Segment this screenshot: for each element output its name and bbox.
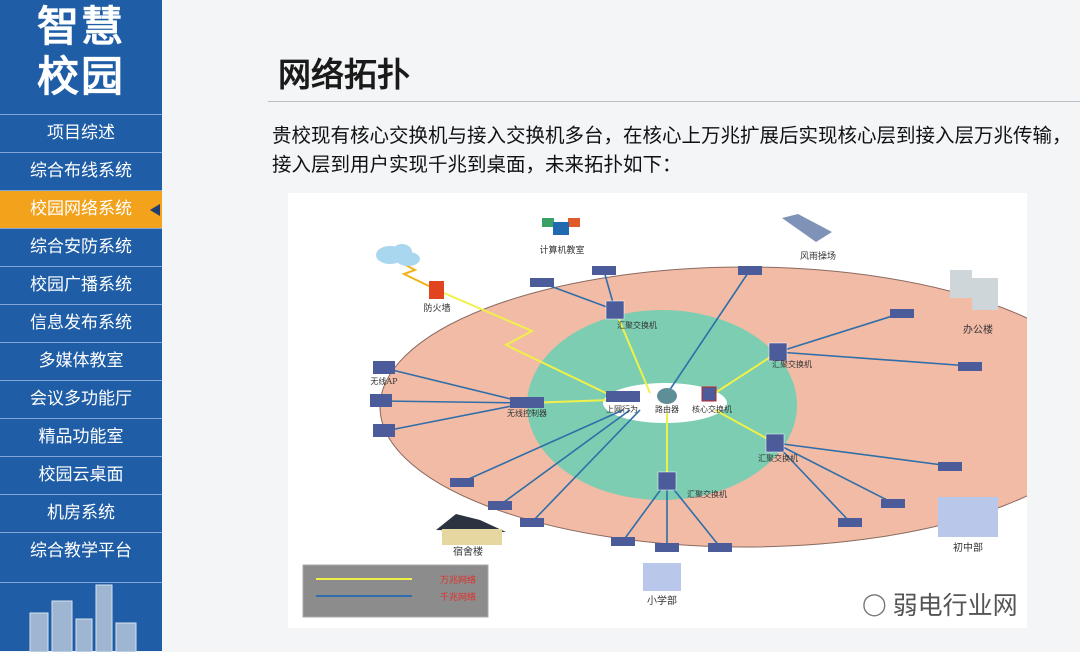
router-label: 路由器: [655, 404, 679, 414]
access-switch-icons: [450, 266, 982, 552]
legend-gig-label: 千兆网络: [440, 591, 476, 603]
sidebar-item-conference[interactable]: 会议多功能厅: [0, 380, 162, 418]
sidebar-nav: 项目综述 综合布线系统 校园网络系统 综合安防系统 校园广播系统 信息发布系统 …: [0, 114, 162, 570]
sidebar-item-overview[interactable]: 项目综述: [0, 114, 162, 152]
agg-switch-label-3: 汇聚交换机: [758, 453, 798, 463]
wireless-ap-label: 无线AP: [370, 376, 398, 386]
agg-switch-label-1: 汇聚交换机: [617, 320, 657, 330]
junior-school-building-icon: [938, 497, 998, 537]
sidebar-item-broadcast[interactable]: 校园广播系统: [0, 266, 162, 304]
sidebar-item-server-room[interactable]: 机房系统: [0, 494, 162, 532]
aggregation-switch-icons: [605, 300, 788, 491]
sidebar-item-function-room[interactable]: 精品功能室: [0, 418, 162, 456]
playground-label: 风雨操场: [800, 250, 836, 262]
computer-lab-label: 计算机教室: [539, 244, 584, 256]
gigabit-links: [381, 269, 971, 548]
skyline-icon: [0, 582, 162, 652]
core-switch-icon: [701, 386, 717, 402]
office-label: 办公楼: [963, 323, 993, 336]
agg-switch-label-2: 汇聚交换机: [772, 359, 812, 369]
legend: 万兆网络 千兆网络: [302, 564, 489, 618]
sidebar-item-cloud-desktop[interactable]: 校园云桌面: [0, 456, 162, 494]
watermark-text: 弱电行业网: [892, 591, 1018, 620]
primary-school-building-icon: [643, 563, 681, 591]
junior-school-label: 初中部: [953, 541, 983, 554]
firewall-icon: [429, 281, 444, 299]
computer-lab-icon: [542, 218, 580, 235]
wireless-controller-label: 无线控制器: [507, 408, 547, 418]
behavior-mgmt-label: 上网行为: [606, 404, 638, 414]
agg-switch-label-4: 汇聚交换机: [687, 489, 727, 499]
sidebar-item-multimedia[interactable]: 多媒体教室: [0, 342, 162, 380]
watermark: ◯ 弱电行业网: [862, 586, 1018, 622]
primary-school-label: 小学部: [647, 594, 677, 607]
sidebar-item-cabling[interactable]: 综合布线系统: [0, 152, 162, 190]
core-switch-label: 核心交换机: [692, 404, 732, 414]
router-icon: [657, 388, 677, 404]
sidebar-item-teaching-platform[interactable]: 综合教学平台: [0, 532, 162, 570]
dorm-label: 宿舍楼: [453, 545, 483, 558]
behavior-mgmt-icon: [606, 391, 640, 402]
wechat-icon: ◯: [862, 591, 887, 617]
wireless-ap-icons: [370, 361, 395, 437]
office-building-icon: [950, 270, 998, 310]
firewall-label: 防火墙: [423, 302, 450, 314]
brand-line-2: 校园: [36, 52, 125, 101]
brand-line-1: 智慧: [36, 2, 125, 51]
description-text: 贵校现有核心交换机与接入交换机多台，在核心上万兆扩展后实现核心层到接入层万兆传输…: [272, 124, 1072, 176]
page-title: 网络拓扑: [278, 55, 410, 94]
sidebar-item-security[interactable]: 综合安防系统: [0, 228, 162, 266]
sidebar: 智慧 校园 项目综述 综合布线系统 校园网络系统 综合安防系统 校园广播系统 信…: [0, 0, 162, 652]
legend-ten-gig-label: 万兆网络: [440, 574, 476, 586]
cloud-icon: [376, 244, 420, 266]
wireless-controller-icon: [510, 397, 544, 408]
title-divider: [268, 101, 1080, 102]
sidebar-item-info-release[interactable]: 信息发布系统: [0, 304, 162, 342]
network-topology-diagram: 防火墙 计算机教室 风雨操场 办公楼 宿舍楼 小学部 初中部 无线AP 无线控制…: [288, 193, 1080, 628]
topology-svg: 防火墙 计算机教室 风雨操场 办公楼 宿舍楼 小学部 初中部 无线AP 无线控制…: [302, 214, 1080, 618]
sidebar-item-network[interactable]: 校园网络系统: [0, 190, 162, 228]
playground-icon: [782, 214, 832, 242]
brand-title: 智慧 校园: [0, 2, 162, 102]
dorm-building-icon: [436, 514, 506, 545]
ten-gigabit-links: [399, 261, 779, 481]
